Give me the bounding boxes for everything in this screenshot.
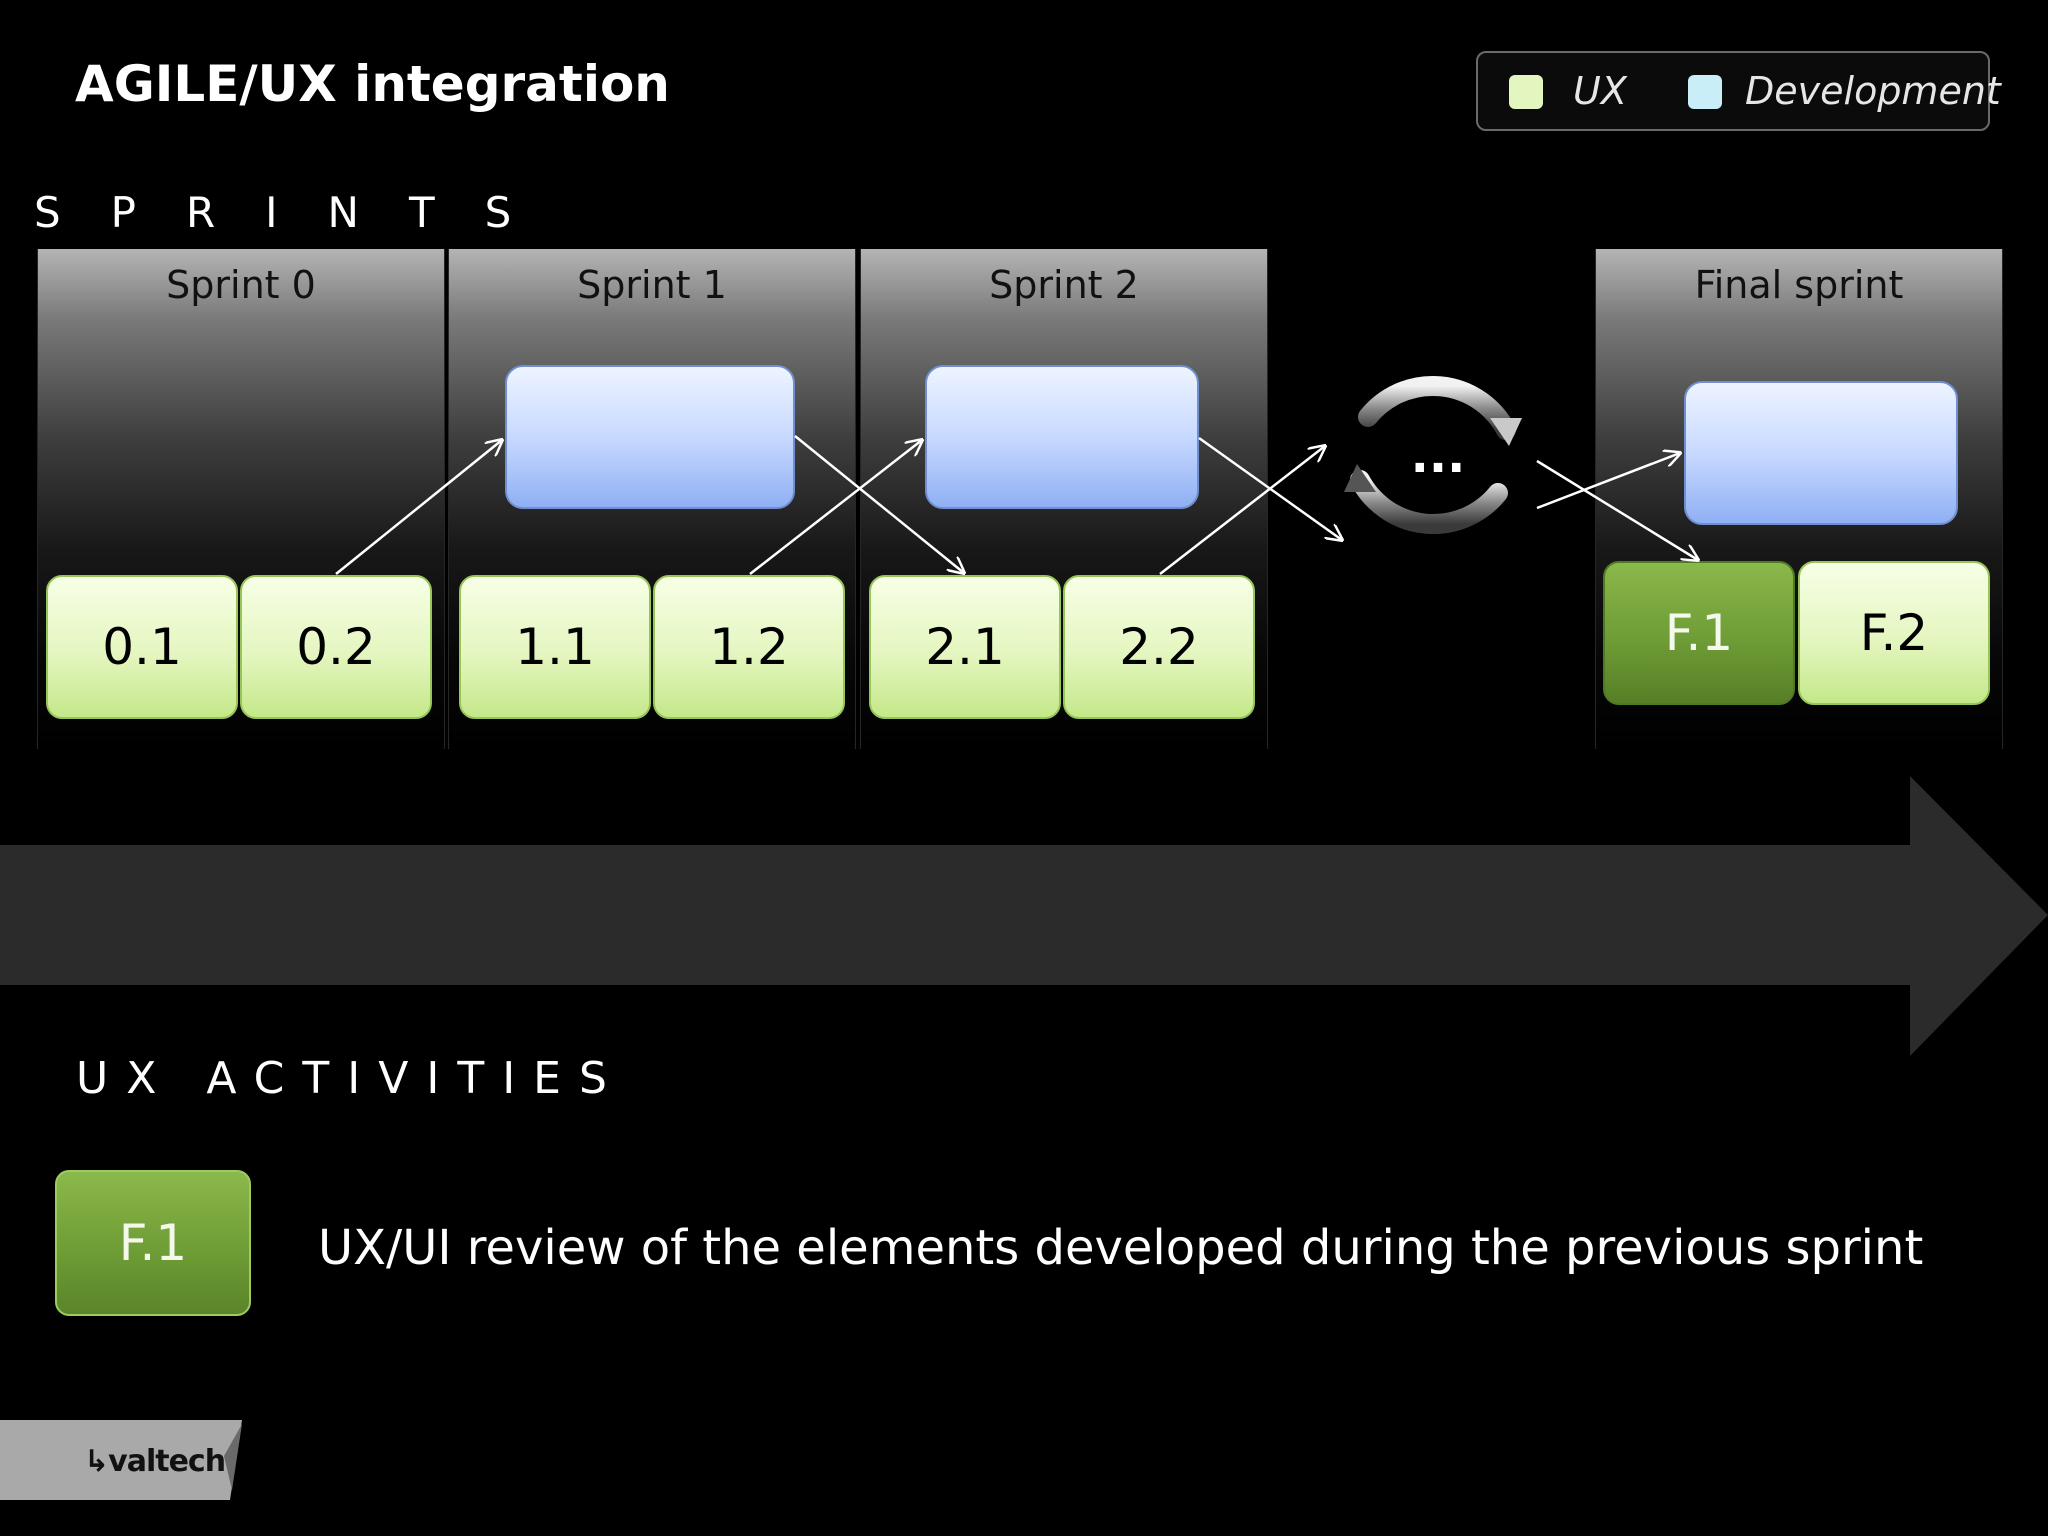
- legend-label-ux: UX: [1573, 69, 1627, 113]
- ux-activity-box: F.2: [1798, 561, 1990, 705]
- footer-logo-band: [0, 1420, 242, 1500]
- ellipsis-label: ...: [1411, 428, 1466, 484]
- ux-activity-box: 1.1: [459, 575, 651, 719]
- legend-swatch-ux: [1509, 75, 1543, 109]
- brand-name: valtech: [108, 1444, 226, 1479]
- logo-mark-icon: ↳: [84, 1444, 109, 1479]
- sprint-name: Sprint 1: [577, 263, 727, 307]
- activity-code-box: F.1: [55, 1170, 251, 1316]
- valtech-logo: ↳valtech: [84, 1444, 226, 1479]
- ux-activity-box-active: F.1: [1603, 561, 1795, 705]
- sprint-name: Sprint 2: [989, 263, 1139, 307]
- sprint-name: Final sprint: [1694, 263, 1904, 307]
- legend-swatch-development: [1688, 75, 1722, 109]
- ux-activity-box: 0.2: [240, 575, 432, 719]
- legend: UX Development: [1476, 51, 2001, 131]
- ux-activities-label: UX ACTIVITIES: [76, 1053, 625, 1104]
- ux-activity-box: 1.2: [653, 575, 845, 719]
- development-box: [505, 365, 795, 509]
- cycle-arrows-icon: [1344, 375, 1522, 535]
- development-box: [1684, 381, 1958, 525]
- ux-activity-box: 2.2: [1063, 575, 1255, 719]
- sprint-name: Sprint 0: [166, 263, 316, 307]
- legend-label-development: Development: [1745, 69, 2001, 113]
- development-box: [925, 365, 1199, 509]
- sprints-label: SPRINTS: [34, 188, 562, 237]
- slide-title: AGILE/UX integration: [75, 55, 670, 113]
- ux-activity-box: 0.1: [46, 575, 238, 719]
- timeline-arrow: [0, 776, 2048, 1056]
- ux-activity-box: 2.1: [869, 575, 1061, 719]
- activity-description: UX/UI review of the elements developed d…: [318, 1220, 1924, 1276]
